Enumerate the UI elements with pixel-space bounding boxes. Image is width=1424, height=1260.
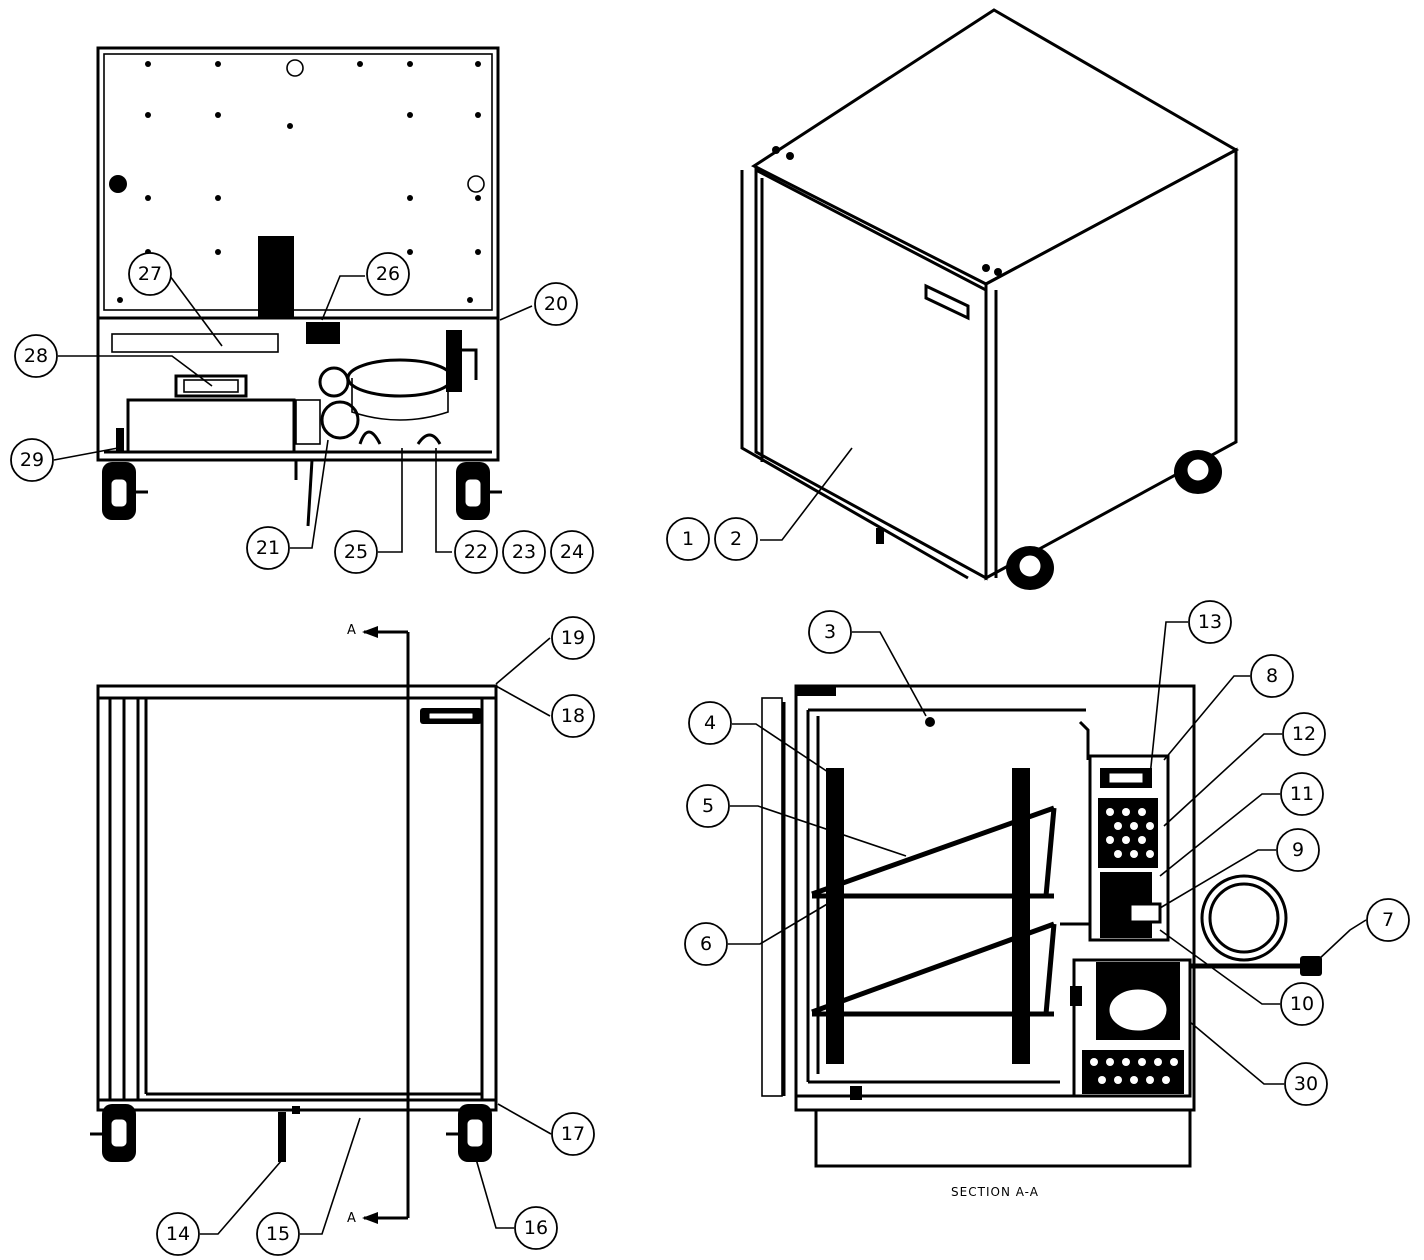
svg-text:1: 1 [682,528,694,550]
rear-upper-panel [103,53,493,311]
balloon-27: 27 [128,252,172,296]
svg-text:14: 14 [166,1223,190,1245]
svg-text:2: 2 [730,528,742,550]
svg-text:25: 25 [344,541,368,563]
cabinet-door [754,167,988,581]
balloon-13: 13 [1188,600,1232,644]
balloon-22: 22 [454,530,498,574]
balloon-21: 21 [246,526,290,570]
rear-casters [102,459,502,527]
evaporator-assembly [1060,720,1170,942]
balloon-28: 28 [14,334,58,378]
item-balloons: 1 2 3 4 5 6 7 8 9 10 11 12 13 14 15 16 1… [10,252,1410,1256]
svg-text:13: 13 [1198,611,1222,633]
balloon-12: 12 [1282,712,1326,756]
svg-text:17: 17 [561,1123,585,1145]
balloon-30: 30 [1284,1062,1328,1106]
svg-text:20: 20 [544,293,568,315]
svg-text:8: 8 [1266,665,1278,687]
section-marker-top: A [347,623,356,638]
svg-text:9: 9 [1292,839,1304,861]
svg-text:26: 26 [376,263,400,285]
balloon-11: 11 [1280,772,1324,816]
svg-text:29: 29 [20,449,44,471]
balloon-1: 1 [666,517,710,561]
balloon-17: 17 [551,1112,595,1156]
wire-shelves [811,768,1057,1064]
balloon-16: 16 [514,1206,558,1250]
svg-text:24: 24 [560,541,584,563]
svg-text:15: 15 [266,1223,290,1245]
front-view: A A [90,623,498,1226]
front-casters [90,1104,492,1162]
door-handle [924,283,970,321]
balloon-10: 10 [1280,982,1324,1026]
balloon-8: 8 [1250,654,1294,698]
door-gasket-left [740,170,969,580]
balloon-15: 15 [256,1212,300,1256]
svg-text:5: 5 [702,795,714,817]
svg-text:21: 21 [256,537,280,559]
section-base [814,1108,1192,1168]
section-a-a-view [761,684,1322,1168]
balloon-18: 18 [551,694,595,738]
balloon-25: 25 [334,530,378,574]
light-fixture [925,717,935,727]
svg-text:4: 4 [704,712,716,734]
drain-tube [278,1112,286,1162]
balloon-29: 29 [10,438,54,482]
section-marker-bottom: A [347,1211,356,1226]
section-line-a-a [362,626,410,1224]
svg-text:22: 22 [464,541,488,563]
svg-text:30: 30 [1294,1073,1318,1095]
svg-text:6: 6 [700,933,712,955]
svg-text:11: 11 [1290,783,1314,805]
rear-duct [258,236,294,318]
isometric-view [740,8,1240,590]
iso-casters [876,450,1222,590]
svg-text:7: 7 [1382,909,1394,931]
section-caption: SECTION A-A [951,1185,1039,1199]
balloon-23: 23 [502,530,546,574]
svg-text:16: 16 [524,1217,548,1239]
balloon-6: 6 [684,922,728,966]
section-door [761,697,783,1097]
svg-text:18: 18 [561,705,585,727]
balloon-5: 5 [686,784,730,828]
machine-compartment [104,322,492,480]
balloon-26: 26 [366,252,410,296]
rear-left-port [109,175,127,193]
power-cord [1190,874,1322,976]
balloon-20: 20 [534,282,578,326]
svg-text:12: 12 [1292,723,1316,745]
condensing-unit [1070,958,1192,1098]
svg-text:27: 27 [138,263,162,285]
leader-lines [53,275,1367,1235]
balloon-9: 9 [1276,828,1320,872]
svg-text:10: 10 [1290,993,1314,1015]
balloon-7: 7 [1366,898,1410,942]
balloon-19: 19 [551,616,595,660]
svg-text:19: 19 [561,627,585,649]
rear-panel-screws [117,61,481,303]
balloon-3: 3 [808,610,852,654]
balloon-2: 2 [714,517,758,561]
rear-view [96,46,502,527]
svg-text:28: 28 [24,345,48,367]
svg-text:23: 23 [512,541,536,563]
rear-right-port [467,175,485,193]
front-outline [96,684,498,1112]
balloon-4: 4 [688,701,732,745]
svg-text:3: 3 [824,621,836,643]
rear-top-port [286,59,304,77]
balloon-14: 14 [156,1212,200,1256]
balloon-24: 24 [550,530,594,574]
